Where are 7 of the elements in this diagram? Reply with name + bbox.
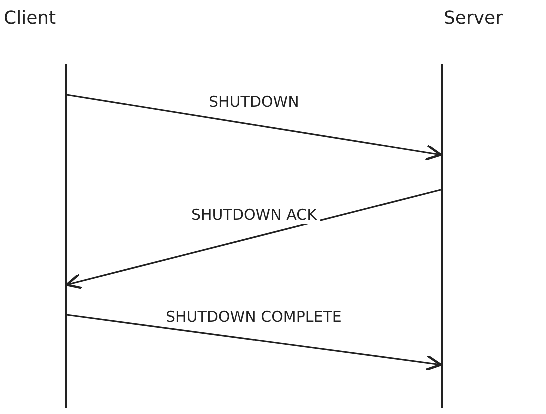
participant bbox=[440, 8, 504, 408]
message-arrow bbox=[66, 189, 442, 290]
message-arrow bbox=[66, 94, 442, 161]
participant bbox=[4, 8, 68, 408]
participant-name: Server bbox=[444, 8, 504, 29]
message-arrow bbox=[66, 314, 442, 372]
participant-name: Client bbox=[4, 8, 56, 29]
